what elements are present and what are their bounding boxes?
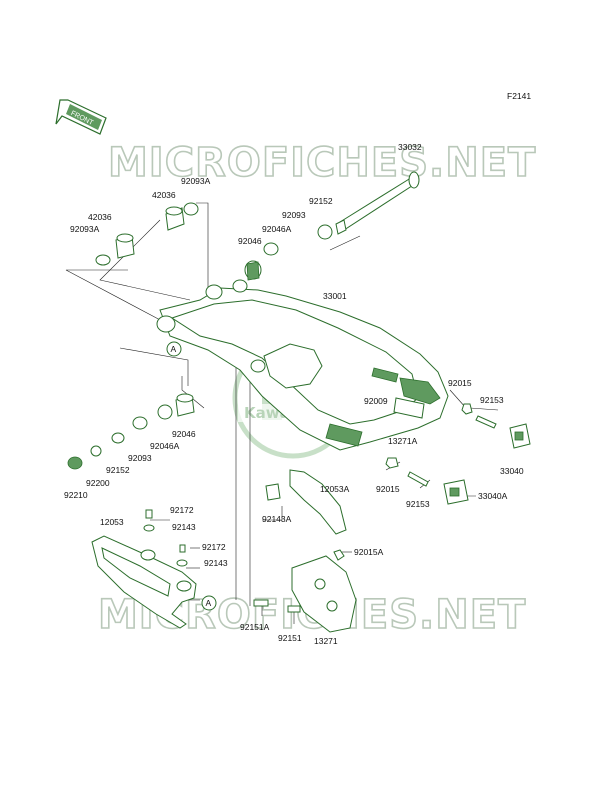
lower-bearings: [67, 393, 195, 470]
part-label: 92143A: [262, 514, 292, 524]
swingarm: [156, 279, 449, 451]
part-label: 92093A: [70, 224, 100, 234]
chain-cover: [91, 509, 197, 629]
front-arrow-icon: FRONT: [55, 99, 107, 135]
part-label: 92015: [448, 378, 472, 388]
part-label: 92015A: [354, 547, 384, 557]
part-label: 92172: [202, 542, 226, 552]
part-label: 33040: [500, 466, 524, 476]
part-label: 92093: [128, 453, 152, 463]
part-label: 92015: [376, 484, 400, 494]
chain-slider: [253, 469, 357, 633]
part-label: 92009: [364, 396, 388, 406]
watermark-top: MICROFICHES.NET: [108, 140, 536, 186]
part-label: 92151A: [240, 622, 270, 632]
pivot-shaft: [335, 171, 420, 235]
part-label: 92093: [282, 210, 306, 220]
part-label: 92143: [172, 522, 196, 532]
part-label: 92200: [86, 478, 110, 488]
part-label: 92153: [406, 499, 430, 509]
callout-a-upper: A: [166, 341, 182, 357]
part-label: 92046: [172, 429, 196, 439]
figure-code: F2141: [507, 91, 531, 101]
part-label: 92046A: [150, 441, 180, 451]
part-labels: 33032 92093A 42036 42036 92093A 92152 92…: [64, 142, 524, 646]
part-label: 92152: [309, 196, 333, 206]
part-label: 92093A: [181, 176, 211, 186]
svg-text:A: A: [171, 344, 177, 354]
part-label: 33040A: [478, 491, 508, 501]
part-label: 92172: [170, 505, 194, 515]
part-label: 33001: [323, 291, 347, 301]
part-label: 92046: [238, 236, 262, 246]
part-label: 92153: [480, 395, 504, 405]
part-label: 92210: [64, 490, 88, 500]
svg-text:A: A: [206, 598, 212, 608]
part-label: 92046A: [262, 224, 292, 234]
part-label: 92143: [204, 558, 228, 568]
part-label: 13271A: [388, 436, 418, 446]
part-label: 42036: [152, 190, 176, 200]
part-label: 12053A: [320, 484, 350, 494]
callout-a-lower: A: [201, 595, 217, 611]
part-label: 33032: [398, 142, 422, 152]
part-label: 92151: [278, 633, 302, 643]
part-label: 12053: [100, 517, 124, 527]
right-hardware: [385, 403, 531, 505]
upper-bearings: [95, 202, 333, 281]
part-label: 92152: [106, 465, 130, 475]
part-label: 13271: [314, 636, 338, 646]
part-label: 42036: [88, 212, 112, 222]
